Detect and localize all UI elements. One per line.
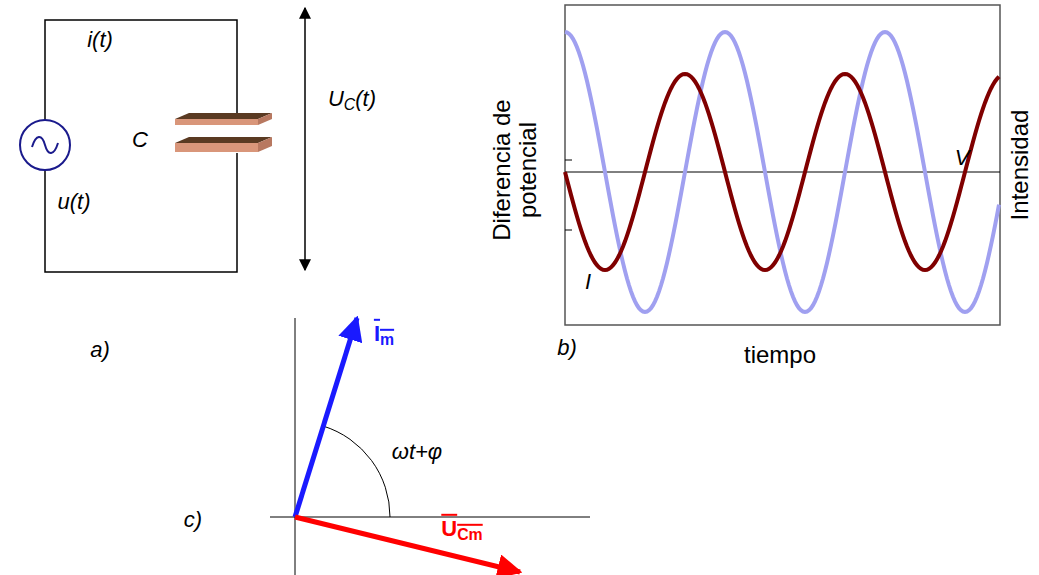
component-label: C (132, 128, 148, 152)
wire (45, 153, 237, 272)
axis (270, 517, 590, 518)
tick (565, 230, 572, 231)
panel-label: c) (184, 508, 202, 532)
tick (565, 160, 572, 161)
ac-source (20, 120, 70, 170)
axis-title: Diferencia de potencial (489, 85, 542, 255)
plate-top (175, 113, 272, 119)
phasor-label: UCm (441, 517, 482, 543)
axis (295, 318, 296, 575)
panel-label: a) (90, 338, 110, 362)
angle-arc (323, 426, 390, 517)
voltage-phasor (295, 517, 520, 572)
current-label: i(t) (87, 28, 113, 52)
current-phasor (295, 318, 357, 517)
phasor-label: Im (374, 322, 394, 348)
plate-top-side (258, 113, 272, 125)
plate-top-face (175, 119, 258, 125)
voltage-curve (565, 32, 999, 312)
axis-title: Intensidad (1007, 110, 1033, 221)
source-circle (20, 120, 70, 170)
plate-bottom-face (175, 143, 258, 152)
phasor-diagram (270, 318, 590, 575)
voltage-arrow (304, 8, 306, 270)
curve-label: V (955, 146, 970, 170)
chart (565, 5, 1000, 325)
capacitor-symbol (175, 113, 272, 152)
current-curve (565, 74, 999, 270)
axis-title: tiempo (744, 342, 816, 368)
wire (45, 20, 237, 120)
curve-label: I (585, 270, 591, 294)
zero-line (565, 172, 1000, 173)
chart-frame (565, 5, 1000, 325)
sine-symbol (32, 137, 58, 153)
panel-label: b) (557, 336, 577, 360)
angle-label: ωt+φ (392, 440, 442, 464)
plate-bottom (175, 137, 272, 143)
capacitor-voltage-label: UC(t) (328, 87, 376, 113)
plate-bottom-side (258, 137, 272, 152)
source-voltage-label: u(t) (58, 190, 91, 214)
